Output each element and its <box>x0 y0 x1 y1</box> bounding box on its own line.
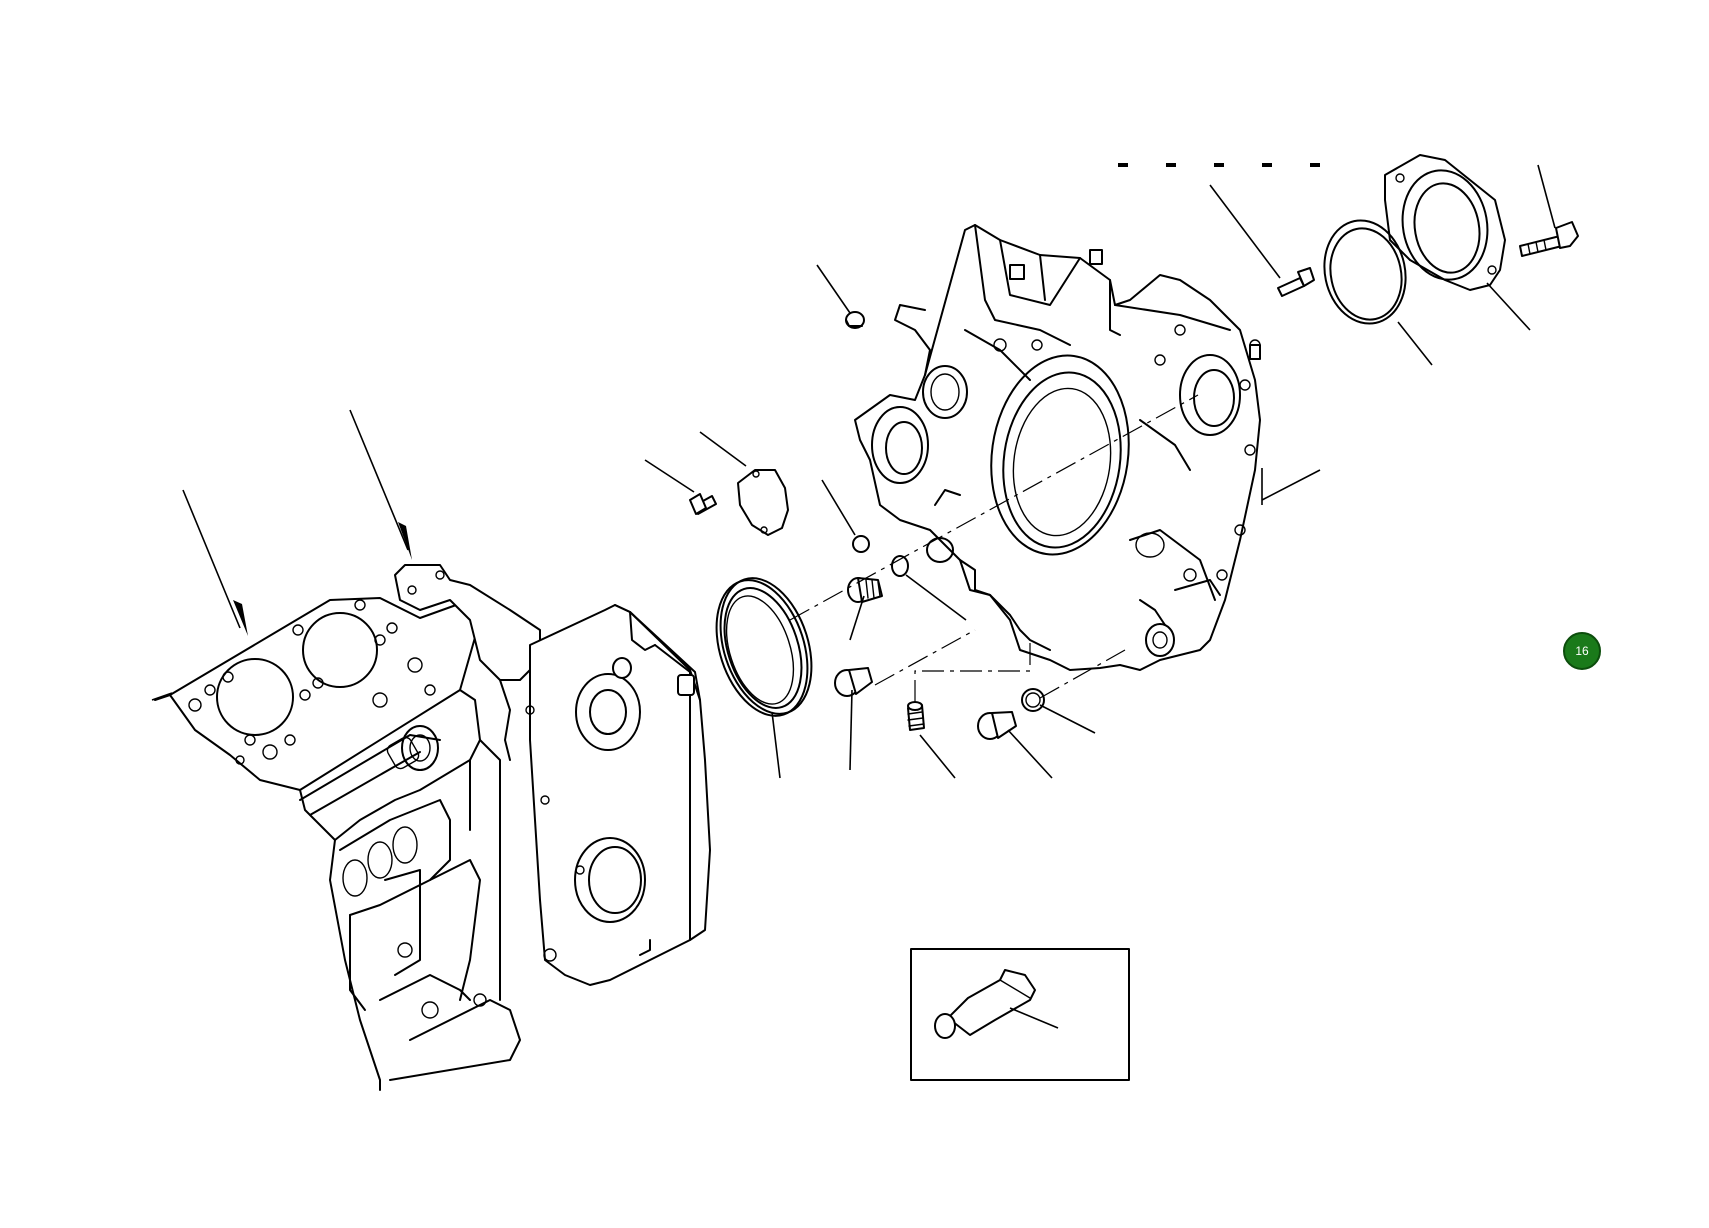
plug <box>834 555 1045 740</box>
callout-badge[interactable]: 16 <box>1563 632 1601 670</box>
dowel-bushing <box>845 311 870 553</box>
engine-block <box>154 564 551 1091</box>
crankshaft-seal-ring <box>715 577 813 717</box>
flywheel-housing <box>854 224 1261 671</box>
timing-gear-housing <box>525 604 711 986</box>
cover-plate <box>737 469 789 536</box>
leader-lines <box>151 164 1556 779</box>
bolt <box>689 221 1579 515</box>
rear-seal-cover <box>1384 154 1506 291</box>
o-ring <box>1323 219 1407 325</box>
center-lines <box>789 394 1199 702</box>
sealant-tube <box>910 948 1130 1081</box>
